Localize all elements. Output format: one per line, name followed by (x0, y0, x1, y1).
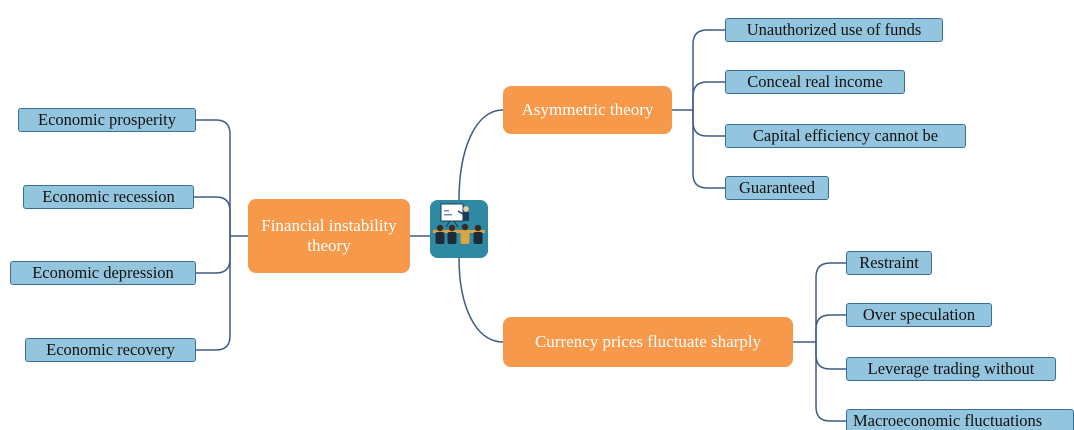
leaf-economic-recovery[interactable]: Economic recovery (25, 338, 196, 362)
leaf-economic-recession[interactable]: Economic recession (23, 185, 194, 209)
connector-currency-4 (815, 342, 846, 422)
leaf-macroeconomic-fluctuations[interactable]: Macroeconomic fluctuations (846, 409, 1074, 430)
connector-asym-2 (692, 81, 725, 110)
connector-center-asymmetric (458, 109, 504, 201)
connector-asym-4 (692, 110, 725, 189)
central-topic[interactable] (430, 200, 488, 258)
connector-asym-3 (692, 110, 725, 137)
leaf-economic-depression[interactable]: Economic depression (10, 261, 196, 285)
leaf-unauthorized-use-of-funds[interactable]: Unauthorized use of funds (725, 18, 943, 42)
leaf-over-speculation[interactable]: Over speculation (846, 303, 992, 327)
presentation-meeting-icon (430, 200, 488, 258)
connector-left-prosperity (195, 119, 231, 236)
leaf-guaranteed[interactable]: Guaranteed (725, 176, 829, 200)
connector-currency-3 (815, 342, 846, 370)
leaf-restraint[interactable]: Restraint (846, 251, 932, 275)
connector-left-recession (193, 196, 231, 236)
leaf-leverage-trading-without[interactable]: Leverage trading without (846, 357, 1056, 381)
leaf-economic-prosperity[interactable]: Economic prosperity (18, 108, 196, 132)
branch-financial-instability-theory[interactable]: Financial instability theory (248, 199, 410, 273)
leaf-capital-efficiency[interactable]: Capital efficiency cannot be (725, 124, 966, 148)
connector-center-currency (458, 257, 504, 343)
leaf-conceal-real-income[interactable]: Conceal real income (725, 70, 905, 94)
branch-asymmetric-theory[interactable]: Asymmetric theory (503, 86, 672, 134)
connector-asym-1 (692, 29, 725, 110)
connector-left-depression (195, 236, 231, 274)
connector-left-recovery (195, 236, 231, 351)
connector-currency-2 (815, 314, 846, 342)
branch-currency-prices-fluctuate[interactable]: Currency prices fluctuate sharply (503, 317, 793, 367)
connector-currency-1 (815, 262, 846, 342)
